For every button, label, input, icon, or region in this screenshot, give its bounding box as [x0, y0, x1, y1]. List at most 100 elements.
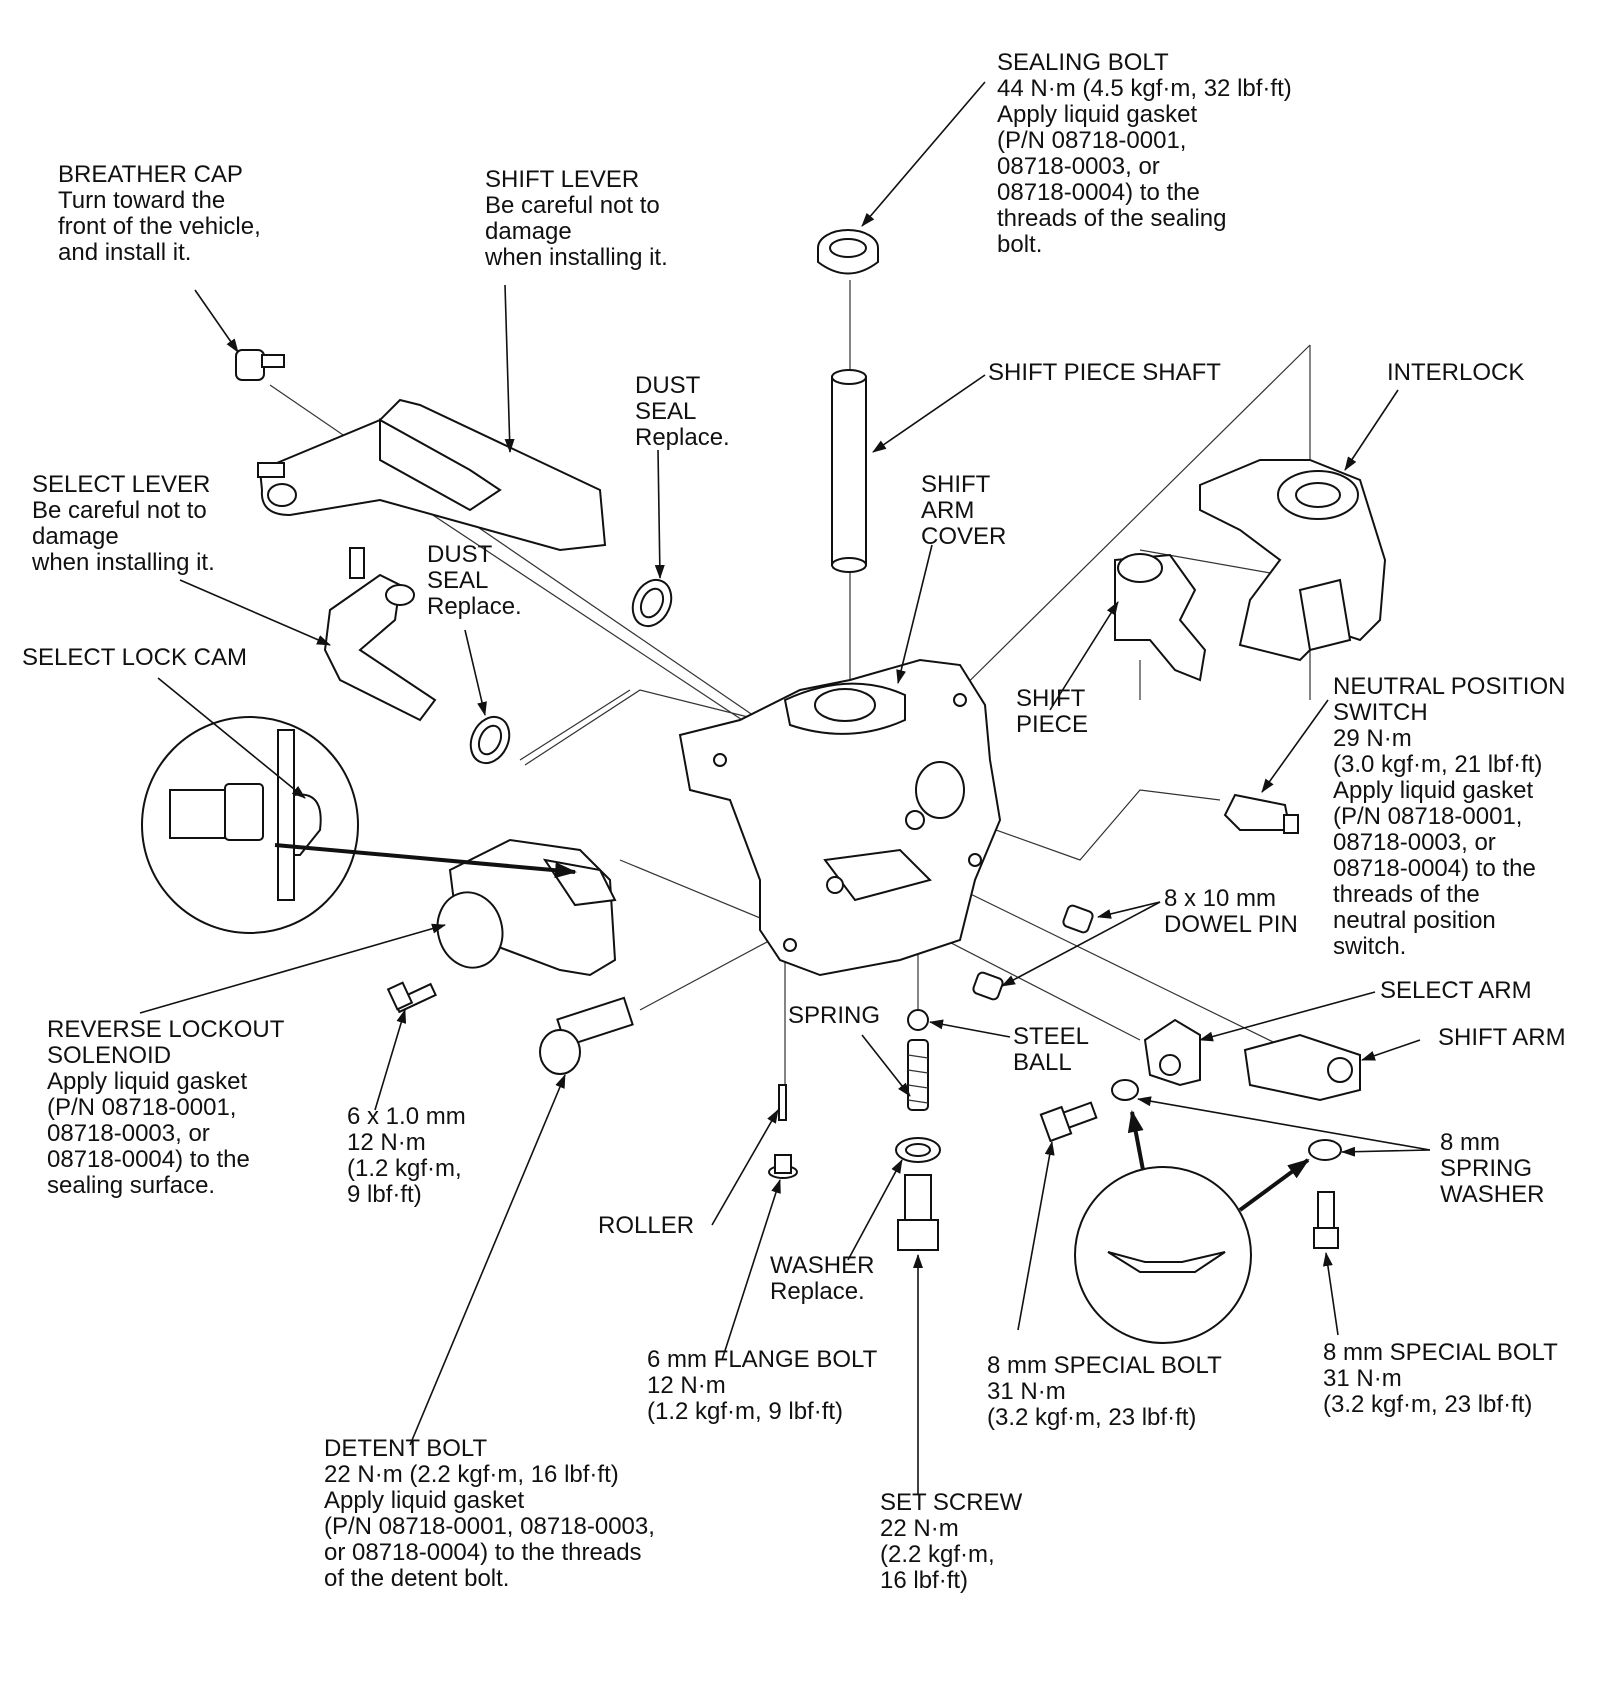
label-line: ARM	[921, 497, 975, 524]
label-line: sealing surface.	[47, 1172, 216, 1199]
label-line: SHIFT	[921, 471, 991, 498]
label-line: (3.2 kgf·m, 23 lbf·ft)	[987, 1404, 1197, 1431]
shift-piece-part	[1114, 553, 1207, 682]
label-select-arm: SELECT ARM	[1380, 978, 1532, 1004]
interlock-part	[1199, 459, 1387, 662]
spring-part	[907, 1039, 929, 1111]
label-line: damage	[485, 218, 572, 245]
label-line: when installing it.	[485, 244, 668, 271]
label-line: threads of the sealing	[997, 205, 1227, 232]
label-line: BREATHER CAP	[58, 161, 243, 188]
label-roller: ROLLER	[598, 1213, 694, 1239]
label-line: (2.2 kgf·m,	[880, 1541, 995, 1568]
shift-arm-part	[1243, 1033, 1361, 1102]
label-line: 6 mm FLANGE BOLT	[647, 1346, 878, 1373]
assembly-axis-lines	[269, 280, 1311, 1100]
label-line: DUST	[635, 372, 701, 399]
breather-cap-part	[235, 349, 285, 381]
spring-washer-detail	[1074, 1166, 1252, 1344]
label-line: SPRING	[788, 1002, 881, 1029]
washer-part	[895, 1137, 941, 1163]
label-line: 8 x 10 mm	[1164, 885, 1277, 912]
label-line: Replace.	[770, 1278, 865, 1305]
label-line: Be careful not to	[32, 497, 207, 524]
label-line: 22 N·m (2.2 kgf·m, 16 lbf·ft)	[324, 1461, 619, 1488]
label-line: 8 mm	[1440, 1129, 1500, 1156]
label-line: (P/N 08718-0001,	[1333, 803, 1523, 830]
label-line: ROLLER	[598, 1212, 695, 1239]
label-interlock: INTERLOCK	[1387, 360, 1524, 386]
label-line: SHIFT LEVER	[485, 166, 640, 193]
label-line: threads of the	[1333, 881, 1480, 908]
spring-washer-parts	[1111, 1079, 1342, 1161]
label-line: SELECT ARM	[1380, 977, 1532, 1004]
label-line: SHIFT PIECE SHAFT	[988, 359, 1221, 386]
dust-seal-2-part	[469, 715, 511, 765]
label-line: (3.2 kgf·m, 23 lbf·ft)	[1323, 1391, 1533, 1418]
label-spring: SPRING	[788, 1003, 880, 1029]
shift-piece-shaft-part	[831, 369, 867, 573]
label-line: SELECT LEVER	[32, 471, 211, 498]
special-bolt-1-part	[1039, 1101, 1098, 1143]
label-line: 31 N·m	[1323, 1365, 1402, 1392]
label-line: 44 N·m (4.5 kgf·m, 32 lbf·ft)	[997, 75, 1292, 102]
label-line: when installing it.	[32, 549, 215, 576]
label-line: (P/N 08718-0001,	[997, 127, 1187, 154]
bolt-6x1-part	[386, 981, 437, 1014]
label-line: 16 lbf·ft)	[880, 1567, 969, 1594]
label-line: SPRING	[1440, 1155, 1533, 1182]
label-line: 9 lbf·ft)	[347, 1181, 422, 1208]
label-line: (P/N 08718-0001, 08718-0003,	[324, 1513, 655, 1540]
label-line: COVER	[921, 523, 1007, 550]
label-line: Replace.	[635, 424, 730, 451]
label-line: DETENT BOLT	[324, 1435, 488, 1462]
select-arm-part	[1143, 1018, 1201, 1087]
label-line: WASHER	[770, 1252, 875, 1279]
label-line: switch.	[1333, 933, 1407, 960]
label-line: of the detent bolt.	[324, 1565, 510, 1592]
label-line: REVERSE LOCKOUT	[47, 1016, 285, 1043]
label-line: neutral position	[1333, 907, 1496, 934]
neutral-position-switch-part	[1223, 793, 1299, 834]
label-line: 08718-0003, or	[47, 1120, 210, 1147]
label-line: 6 x 1.0 mm	[347, 1103, 466, 1130]
label-line: DUST	[427, 541, 493, 568]
select-lever-part	[323, 547, 437, 722]
label-line: and install it.	[58, 239, 192, 266]
label-line: Apply liquid gasket	[47, 1068, 248, 1095]
leader-lines	[139, 81, 1431, 1495]
label-line: 22 N·m	[880, 1515, 959, 1542]
label-line: SHIFT ARM	[1438, 1024, 1566, 1051]
sealing-bolt-part	[817, 229, 879, 275]
label-line: WASHER	[1440, 1181, 1545, 1208]
label-line: PIECE	[1016, 711, 1089, 738]
label-line: STEEL	[1013, 1023, 1090, 1050]
dowel-pin-parts	[972, 904, 1094, 1001]
label-line: Replace.	[427, 593, 522, 620]
dust-seal-1-part	[631, 578, 673, 628]
label-line: 12 N·m	[347, 1129, 426, 1156]
shift-arm-cover-part	[678, 658, 1002, 977]
label-line: SEAL	[427, 567, 489, 594]
label-select-lock-cam: SELECT LOCK CAM	[22, 645, 247, 671]
label-line: Apply liquid gasket	[324, 1487, 525, 1514]
roller-part	[778, 1084, 787, 1121]
label-line: 08718-0003, or	[997, 153, 1160, 180]
label-line: (3.0 kgf·m, 21 lbf·ft)	[1333, 751, 1543, 778]
